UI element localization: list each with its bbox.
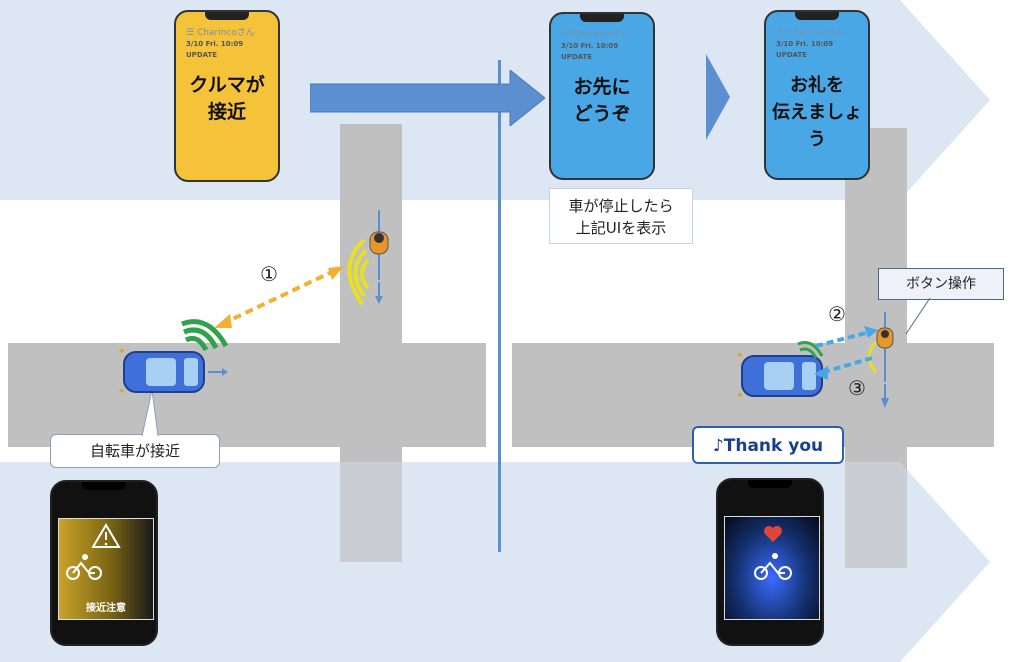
- callout-pointer: [141, 390, 159, 436]
- callout-pointer: [905, 298, 931, 335]
- heart-icon: [764, 526, 782, 542]
- communication-arrow: [814, 326, 878, 380]
- divider-line: [498, 60, 501, 552]
- app-name: Charincoさん: [786, 28, 845, 38]
- warning-icon: [91, 523, 121, 548]
- menu-icon: ☰: [561, 30, 572, 40]
- phone-car-approaching: ☰ Charincoさん 3/10 Fri. 10:09 UPDATE クルマが…: [174, 10, 280, 182]
- bicycle-approaching-callout: 自転車が接近: [50, 434, 220, 468]
- phone-warning: 接近注意: [50, 480, 158, 646]
- svg-text:✦: ✦: [118, 387, 126, 396]
- app-name: Charincoさん: [571, 30, 630, 40]
- message-line-2: どうぞ: [573, 103, 631, 125]
- cyclist-icon: [754, 553, 792, 580]
- step-two-label: ②: [828, 302, 846, 326]
- bicycle-icon: [369, 210, 389, 304]
- road-left-horizontal: [8, 343, 486, 447]
- stop-note-line-2: 上記UIを表示: [575, 219, 667, 237]
- signal-icon: [867, 340, 878, 373]
- message-line-1: お先に: [573, 76, 631, 98]
- status-line: 3/10 Fri. 10:09 UPDATE: [776, 40, 834, 59]
- warning-screen: 接近注意: [58, 518, 154, 620]
- message-line-2: 伝えましょう: [772, 102, 862, 150]
- car-icon: ✦ ✦: [736, 352, 823, 400]
- phone-go-ahead: ☰ Charincoさん 3/10 Fri. 10:09 UPDATE お先にど…: [549, 12, 655, 180]
- svg-text:✦: ✦: [118, 348, 126, 357]
- signal-icon: [181, 319, 229, 352]
- step-three-label: ③: [848, 376, 866, 400]
- phone-thanks: [716, 478, 824, 646]
- communication-arrow: [214, 266, 344, 328]
- menu-icon: ☰: [186, 28, 197, 38]
- stop-note-line-1: 車が停止したら: [568, 197, 674, 215]
- step-one-label: ①: [260, 262, 278, 286]
- svg-text:✦: ✦: [736, 352, 744, 361]
- flow-arrow: [310, 70, 545, 126]
- message-line-1: お礼を: [790, 75, 844, 96]
- app-name: Charincoさん: [196, 28, 255, 38]
- car-icon: ✦ ✦: [118, 348, 228, 396]
- bicycle-icon: [876, 312, 894, 408]
- status-line: 3/10 Fri. 10:09 UPDATE: [186, 40, 244, 59]
- thank-you-callout: ♪Thank you: [692, 426, 844, 464]
- signal-icon: [797, 341, 824, 359]
- warning-text: 接近注意: [86, 603, 126, 614]
- svg-text:✦: ✦: [736, 391, 744, 400]
- signal-icon: [347, 238, 370, 306]
- button-operation-callout: ボタン操作: [878, 268, 1004, 300]
- thanks-screen: [724, 516, 820, 620]
- flow-chevron: [706, 54, 730, 140]
- message-line-2: 接近: [207, 101, 246, 123]
- cyclist-icon: [66, 554, 102, 580]
- phone-say-thanks: ☰ Charincoさん 3/10 Fri. 10:09 UPDATE お礼を伝…: [764, 10, 870, 180]
- message-line-1: クルマが: [189, 74, 265, 96]
- status-line: 3/10 Fri. 10:09 UPDATE: [561, 42, 619, 61]
- menu-icon: ☰: [776, 28, 787, 38]
- stop-note-callout: 車が停止したら 上記UIを表示: [549, 188, 693, 244]
